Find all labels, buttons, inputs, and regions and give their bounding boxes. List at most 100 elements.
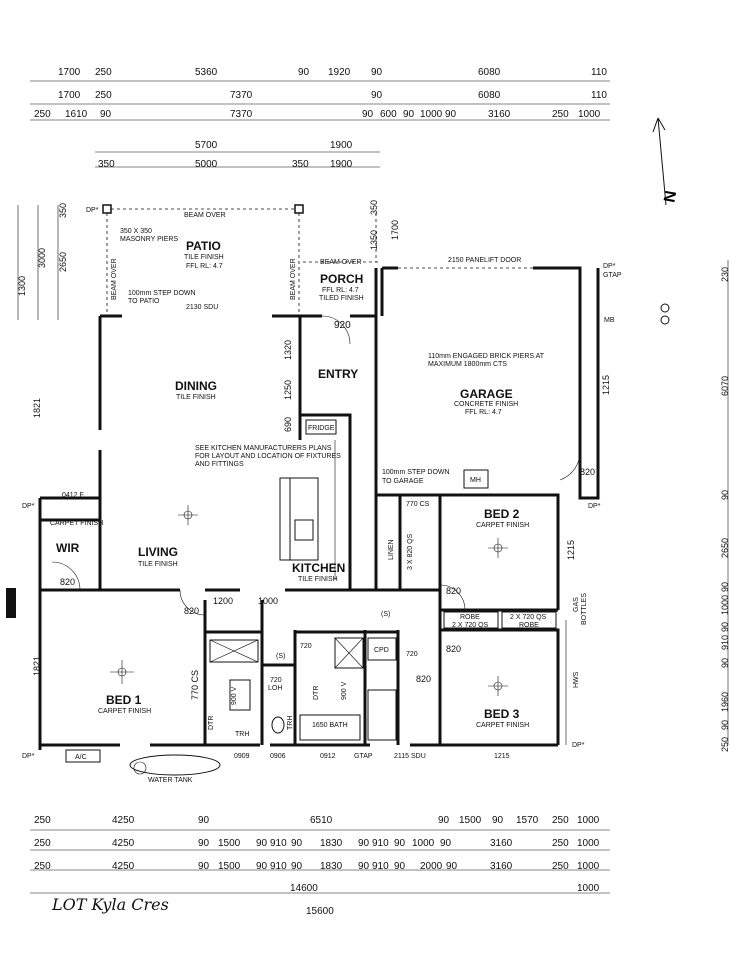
- shower-bath: [334, 637, 364, 669]
- room-finish: TILE FINISH: [138, 561, 178, 568]
- dim-bottom: 1830: [320, 838, 343, 849]
- living-zone: DINING TILE FINISH SEE KITCHEN MANUFACTU…: [138, 379, 345, 583]
- dim-top: 3160: [488, 109, 511, 120]
- dtr-label: DTR: [313, 686, 320, 700]
- dim-bottom: 90: [438, 815, 450, 826]
- robe-size: 2 X 720 QS: [452, 622, 489, 629]
- smoke-detector-label: (S): [381, 611, 390, 618]
- left-dimensions: 350 3000 2650 1300 1821 1821: [17, 203, 68, 676]
- pier-right: [294, 204, 304, 214]
- dim-left: 1300: [17, 276, 27, 296]
- dim-bottom: 1000: [577, 861, 600, 872]
- entry-area: 920 ENTRY 1320 1250 690: [283, 315, 358, 432]
- room-finish: CARPET FINISH: [98, 708, 151, 715]
- north-label: N: [661, 190, 680, 204]
- room-name: PORCH: [320, 272, 363, 286]
- dim-bottom: 1500: [218, 838, 241, 849]
- room-name: LIVING: [138, 545, 178, 559]
- room-name: DINING: [175, 379, 217, 393]
- garage-area: 110mm ENGAGED BRICK PIERS AT MAXIMUM 180…: [382, 353, 611, 510]
- north-arrow-icon: N: [652, 117, 680, 206]
- dim-top: 6080: [478, 90, 501, 101]
- dim-top: 1700: [58, 90, 81, 101]
- room-finish: CARPET FINISH: [476, 722, 529, 729]
- dim-bottom: 90: [446, 861, 458, 872]
- dim-label: 1350: [369, 230, 379, 250]
- dim-label: 1250: [283, 380, 293, 400]
- walls: [38, 266, 600, 750]
- dp-label: DP*: [22, 753, 35, 760]
- manhole: [463, 469, 489, 489]
- top-dimensions: 1700 250 5360 90 1920 90 6080 110 1700 2…: [30, 67, 610, 170]
- dim-bottom: 90: [291, 838, 303, 849]
- dim-top: 1700: [58, 67, 81, 78]
- dim-bottom: 1000: [412, 838, 435, 849]
- dim-bottom: 910: [270, 861, 287, 872]
- piers-label: MASONRY PIERS: [120, 236, 178, 243]
- dim-top: 90: [298, 67, 310, 78]
- outlet-symbols-icon: [660, 303, 670, 325]
- panelift-label: 2150 PANELIFT DOOR: [448, 257, 521, 264]
- right-dimensions: 230 6070 90 2650 90 1000 90 910 90 1960 …: [720, 260, 730, 752]
- room-finish: CARPET FINISH: [476, 522, 529, 529]
- dim-label: 1215: [601, 375, 611, 395]
- dim-bottom: 4250: [112, 815, 135, 826]
- dp-label: DP*: [22, 503, 35, 510]
- bottom-labels: WATER TANK 0909 0906 0912 GTAP 2115 SDU …: [129, 753, 510, 784]
- kitchen-sink: [294, 519, 314, 541]
- dim-bottom: 3160: [490, 861, 513, 872]
- dim-bottom: 250: [34, 838, 51, 849]
- dim-bottom: 90: [358, 838, 370, 849]
- bottles-label: BOTTLES: [581, 593, 588, 625]
- dim-bottom: 6510: [310, 815, 333, 826]
- room-name: KITCHEN: [292, 561, 345, 575]
- toilet-icon: [271, 716, 285, 734]
- door-1000: 1000: [258, 596, 278, 606]
- step-label: 100mm STEP DOWN: [382, 469, 450, 476]
- dim-top: 90: [371, 67, 383, 78]
- loh-label: 720: [270, 677, 282, 684]
- window-label: 0906: [270, 753, 286, 760]
- dim-bottom: 1000: [577, 815, 600, 826]
- dim-bottom: 90: [256, 861, 268, 872]
- door-720: 720: [300, 643, 312, 650]
- ensuite-area: 900 V DTR TRH 720 LOH TRH 720 900 V DTR …: [208, 637, 431, 741]
- linen-label: LINEN: [388, 539, 395, 560]
- svg-text:LOT Kyla Cres: LOT Kyla Cres: [51, 895, 169, 914]
- dim-bottom: 90: [492, 815, 504, 826]
- dim-label: 350: [369, 200, 379, 215]
- dp-label: DP*: [603, 263, 616, 270]
- dim-bottom: 90: [198, 861, 210, 872]
- kitchen-bench: [279, 477, 291, 561]
- gtap-label: GTAP: [354, 753, 373, 760]
- trh-label: TRH: [287, 716, 294, 730]
- dim-bottom: 910: [372, 861, 389, 872]
- vanity-label: 900 V: [341, 681, 348, 700]
- dim-top: 250: [34, 109, 51, 120]
- vanity: [229, 679, 251, 711]
- dim-right: 90: [720, 582, 730, 592]
- window-label: 0909: [234, 753, 250, 760]
- window-label: 0912: [320, 753, 336, 760]
- dim-bottom: 1500: [459, 815, 482, 826]
- dim-top: 1610: [65, 109, 88, 120]
- bed1-area: BED 1 CARPET FINISH DP* A/C 770 CS: [22, 660, 200, 763]
- dp-label: DP*: [588, 503, 601, 510]
- dim-bottom: 90: [198, 838, 210, 849]
- kitchen-note: AND FITTINGS: [195, 461, 244, 468]
- bath-tub: [299, 714, 361, 741]
- dim-top: 1000: [420, 109, 443, 120]
- dim-top: 1920: [328, 67, 351, 78]
- hws-label: HWS: [573, 671, 580, 688]
- piers-label: 350 X 350: [120, 228, 152, 235]
- brick-piers-note: 110mm ENGAGED BRICK PIERS AT: [428, 353, 545, 360]
- dim-right: 90: [720, 490, 730, 500]
- door-820: 820: [580, 467, 595, 477]
- margin-marker: [6, 588, 16, 618]
- cs-label: 770 CS: [406, 501, 430, 508]
- room-finish: TILE FINISH: [184, 254, 224, 261]
- dim-left: 2650: [58, 252, 68, 272]
- smoke-detector-label: (S): [276, 653, 285, 660]
- dim-bottom: 90: [256, 838, 268, 849]
- dim-bottom: 3160: [490, 838, 513, 849]
